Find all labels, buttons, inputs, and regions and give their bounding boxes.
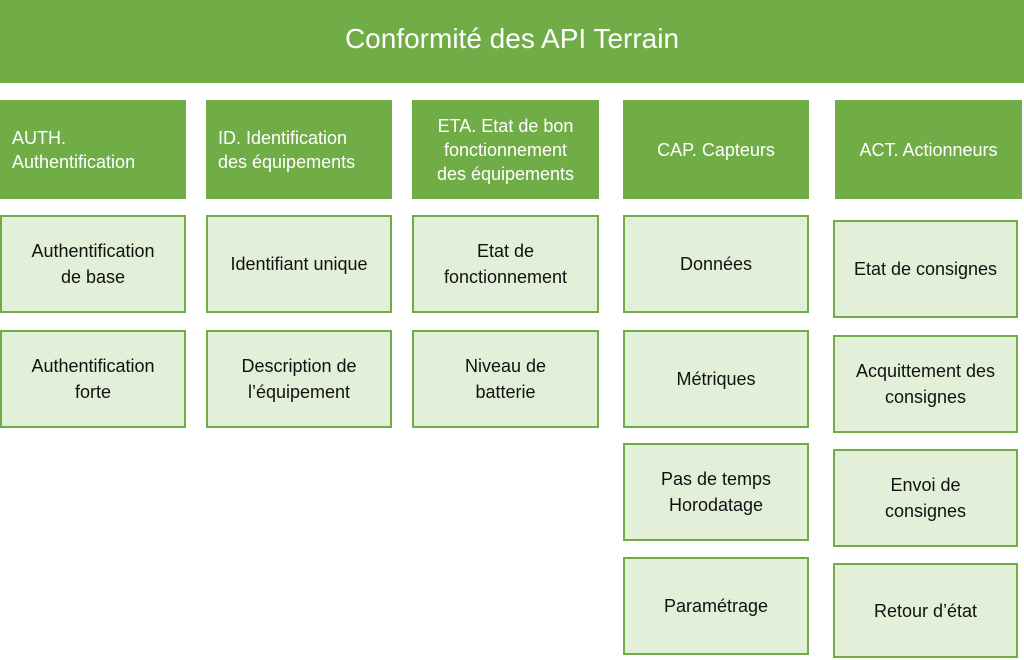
header-id-line-2: des équipements (218, 151, 356, 172)
header-cap: CAP. Capteurs (623, 100, 809, 199)
item-cap-timestep: Pas de temps Horodatage (623, 443, 809, 541)
item-act-acknowledgement-line-1: Acquittement des (855, 361, 996, 381)
item-act-send-setpoints: Envoi de consignes (833, 449, 1018, 547)
item-auth-strong: Authentification forte (0, 330, 186, 428)
header-eta-line-3: des équipements (436, 163, 575, 184)
diagram-title: Conformité des API Terrain (0, 0, 1024, 83)
item-cap-timestep-line-2: Horodatage (668, 495, 764, 515)
item-id-description-line-1: Description de (241, 356, 357, 376)
header-cap-line-1: CAP. Capteurs (657, 139, 775, 160)
item-act-send-setpoints-line-1: Envoi de (890, 475, 961, 495)
item-cap-data: Données (623, 215, 809, 313)
item-act-status-return-line-1: Retour d’état (873, 600, 978, 621)
item-act-acknowledgement: Acquittement des consignes (833, 335, 1018, 433)
header-eta: ETA. Etat de bon fonctionnement des équi… (412, 100, 599, 199)
item-auth-strong-line-2: forte (74, 382, 112, 402)
item-cap-data-line-1: Données (679, 254, 753, 274)
item-id-description-line-2: l’équipement (247, 382, 351, 402)
item-act-setpoint-state-line-1: Etat de consignes (853, 259, 998, 279)
item-auth-strong-line-1: Authentification (31, 356, 155, 376)
header-id-line-1: ID. Identification (218, 127, 348, 148)
header-act: ACT. Actionneurs (835, 100, 1022, 199)
header-auth-line-2: Authentification (12, 151, 136, 172)
item-cap-metrics: Métriques (623, 330, 809, 428)
item-act-setpoint-state: Etat de consignes (833, 220, 1018, 318)
header-id: ID. Identification des équipements (206, 100, 392, 199)
header-eta-line-1: ETA. Etat de bon (437, 115, 574, 136)
item-eta-operation-line-1: Etat de (476, 241, 535, 261)
item-act-acknowledgement-line-2: consignes (884, 387, 967, 407)
header-auth-line-1: AUTH. (12, 127, 66, 148)
item-auth-base-line-2: de base (60, 267, 126, 287)
item-act-send-setpoints-line-2: consignes (884, 501, 967, 521)
item-id-unique-line-1: Identifiant unique (230, 254, 368, 274)
header-eta-line-2: fonctionnement (443, 139, 568, 160)
item-eta-operation-line-2: fonctionnement (443, 267, 568, 287)
item-cap-timestep-line-1: Pas de temps (660, 469, 772, 489)
item-eta-battery: Niveau de batterie (412, 330, 599, 428)
item-eta-operation: Etat de fonctionnement (412, 215, 599, 313)
item-cap-metrics-line-1: Métriques (676, 369, 756, 389)
item-auth-base: Authentification de base (0, 215, 186, 313)
item-eta-battery-line-2: batterie (475, 382, 536, 402)
item-act-status-return: Retour d’état (833, 563, 1018, 658)
item-auth-base-line-1: Authentification (31, 241, 155, 261)
item-id-description: Description de l’équipement (206, 330, 392, 428)
item-id-unique: Identifiant unique (206, 215, 392, 313)
header-act-line-1: ACT. Actionneurs (859, 139, 998, 160)
item-cap-settings: Paramétrage (623, 557, 809, 655)
item-cap-settings-line-1: Paramétrage (663, 596, 769, 616)
header-auth: AUTH. Authentification (0, 100, 186, 199)
item-eta-battery-line-1: Niveau de (464, 356, 547, 376)
